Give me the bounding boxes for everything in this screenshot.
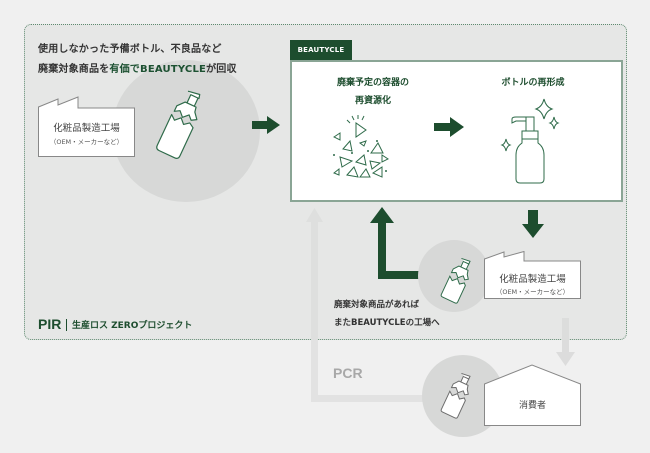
pir-logo: PIR: [38, 316, 62, 332]
broken-bottle-consumer-icon: [440, 372, 471, 419]
factory-right: 化粧品製造工場 （OEM・メーカーなど）: [484, 251, 581, 299]
factory-right-sub: （OEM・メーカーなど）: [495, 288, 570, 296]
pcr-label: PCR: [333, 365, 363, 381]
beautycle-tab: BEAUTYCLE: [290, 40, 352, 60]
arrow-right-inner-icon: [434, 117, 464, 137]
consumer-house: 消費者: [484, 364, 581, 426]
return-arrow-icon: [370, 207, 424, 279]
new-bottle-icon: [500, 98, 560, 184]
arrow-down-icon: [522, 210, 544, 238]
intro-line-1: 使用しなかった予備ボトル、不良品など: [38, 44, 222, 55]
arrow-right-icon: [252, 116, 280, 134]
shards-icon: [333, 115, 389, 178]
factory-right-label: 化粧品製造工場: [499, 274, 566, 285]
beautycle-process-box: [290, 60, 623, 202]
factory-icon: [38, 96, 135, 157]
factory-icon: [484, 251, 581, 299]
intro-line-2-accent: 有価でBEAUTYCLE: [109, 64, 207, 75]
step-reform-title: ボトルの再形成: [501, 78, 565, 88]
step-recycle-title-line2: 再資源化: [354, 96, 391, 106]
intro-line-2: 廃棄対象商品を有価でBEAUTYCLEが回収: [38, 60, 237, 75]
pcr-arrow-down-head: [556, 352, 575, 366]
pir-tagline: 生産ロス ZEROプロジェクト: [72, 321, 193, 331]
broken-bottle-small-icon: [440, 257, 471, 304]
factory-left-sub: （OEM・メーカーなど）: [49, 138, 124, 146]
return-note-line1: 廃棄対象商品があれば: [334, 300, 420, 310]
pir-divider: [66, 319, 67, 331]
factory-left: 化粧品製造工場 （OEM・メーカーなど）: [38, 96, 135, 157]
consumer-label: 消費者: [518, 401, 546, 411]
return-note-line2: またBEAUTYCLEの工場へ: [334, 318, 440, 328]
factory-left-label: 化粧品製造工場: [53, 123, 120, 134]
house-icon: [484, 364, 581, 426]
intro-line-2-suffix: が回収: [206, 64, 237, 75]
broken-bottle-icon: [156, 90, 201, 159]
step-recycle-title-line1: 廃棄予定の容器の: [336, 78, 409, 88]
step-recycle-title: 廃棄予定の容器の 再資源化: [318, 74, 428, 110]
pcr-loop-bottom-line: [311, 395, 441, 402]
intro-line-2-prefix: 廃棄対象商品を: [38, 64, 110, 75]
